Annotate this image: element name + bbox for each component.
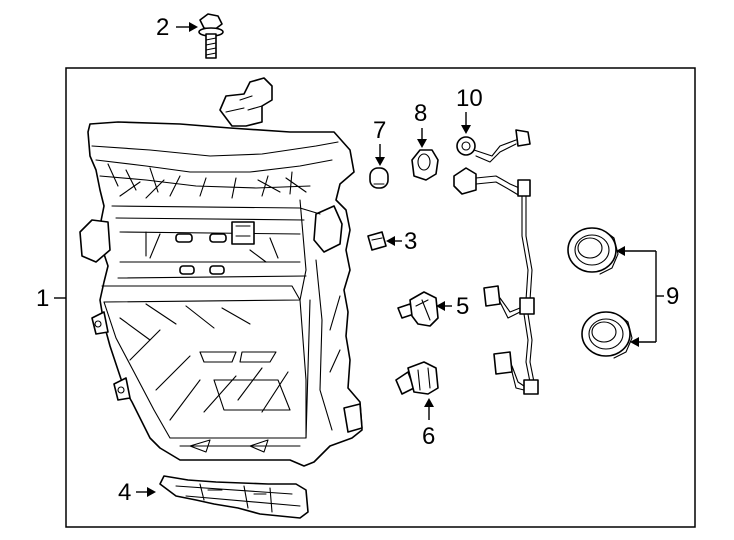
svg-text:6: 6 <box>422 423 435 450</box>
callout-9: 9 <box>616 246 679 347</box>
svg-text:10: 10 <box>456 85 483 112</box>
svg-text:7: 7 <box>373 117 386 144</box>
wiring-harness-icon <box>453 129 539 395</box>
seal-ring-icon <box>581 311 633 359</box>
side-marker-bulb-icon <box>367 231 387 251</box>
seal-ring-icon <box>567 227 619 275</box>
svg-text:1: 1 <box>36 285 49 312</box>
callout-1: 1 <box>36 285 66 312</box>
callout-2: 2 <box>156 14 198 41</box>
svg-text:5: 5 <box>456 293 469 320</box>
callout-7: 7 <box>373 117 386 166</box>
callout-5: 5 <box>436 293 469 320</box>
mounting-bracket-icon <box>159 475 309 519</box>
callout-10: 10 <box>456 85 483 134</box>
wedge-bulb-icon <box>369 167 389 189</box>
bulb-socket-icon <box>411 149 439 181</box>
headlamp-assembly-icon <box>79 77 363 467</box>
callout-6: 6 <box>422 398 435 450</box>
svg-text:8: 8 <box>414 100 427 127</box>
svg-text:9: 9 <box>666 283 679 310</box>
callout-4: 4 <box>118 479 156 506</box>
bulb-socket-icon <box>397 291 439 327</box>
svg-text:2: 2 <box>156 14 169 41</box>
svg-text:3: 3 <box>404 228 417 255</box>
callout-3: 3 <box>386 228 417 255</box>
callout-8: 8 <box>414 100 427 148</box>
svg-text:4: 4 <box>118 479 131 506</box>
bulb-socket-icon <box>395 361 439 395</box>
bolt-icon <box>198 13 224 59</box>
